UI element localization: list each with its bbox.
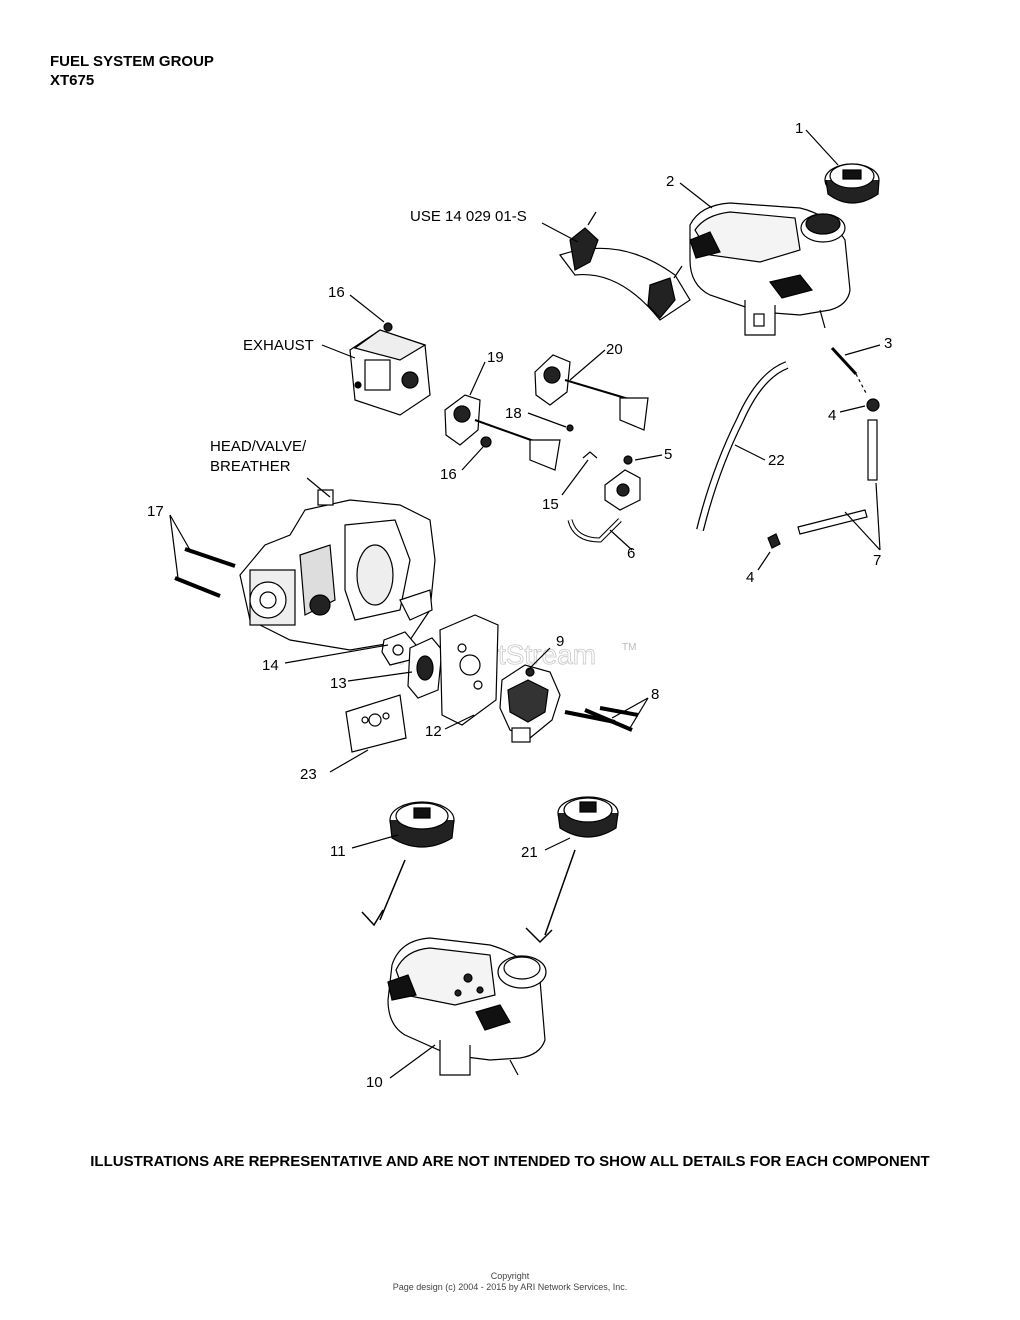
copyright-label: Copyright (490, 1271, 530, 1281)
callout-16b: 16 (440, 466, 457, 483)
leader-line (284, 644, 389, 664)
callout-10: 10 (366, 1074, 383, 1091)
part-control-bracket-19[interactable] (444, 394, 561, 471)
model-number: XT675 (50, 72, 95, 89)
exhaust-label: EXHAUST (243, 337, 314, 354)
part-gasket-23[interactable] (345, 694, 407, 753)
leader-line (609, 529, 633, 551)
leader-line (306, 477, 331, 498)
watermark-tm: TM (622, 642, 636, 653)
head-label-line2: BREATHER (210, 458, 291, 475)
callout-13: 13 (330, 675, 347, 692)
part-carburetor-9[interactable] (499, 664, 561, 743)
callout-16a: 16 (328, 284, 345, 301)
leader-line (169, 514, 179, 579)
leader-line (629, 697, 649, 729)
copyright-block: Copyright Page design (c) 2004 - 2015 by… (0, 1271, 1020, 1293)
callout-21: 21 (521, 844, 538, 861)
part-control-bracket-20[interactable] (534, 354, 649, 431)
diagram-title: FUEL SYSTEM GROUP XT675 (50, 52, 214, 90)
leader-line (349, 294, 385, 323)
part-fuel-tank-10[interactable] (387, 937, 547, 1076)
callout-6: 6 (627, 545, 635, 562)
leader-line (757, 551, 771, 571)
leader-line (611, 697, 649, 719)
copyright-text: Page design (c) 2004 - 2015 by ARI Netwo… (392, 1282, 628, 1292)
part-engine-head[interactable] (239, 489, 436, 651)
leader-line (569, 349, 606, 381)
callout-11: 11 (330, 843, 346, 860)
group-title: FUEL SYSTEM GROUP (50, 53, 214, 70)
leader-line (634, 454, 663, 461)
leader-line (351, 834, 399, 849)
disclaimer: ILLUSTRATIONS ARE REPRESENTATIVE AND ARE… (90, 1153, 930, 1170)
part-heat-shield-12[interactable] (439, 614, 499, 726)
callout-15: 15 (542, 496, 559, 513)
part-fuel-cap[interactable] (824, 163, 880, 204)
leader-line (541, 222, 579, 243)
callout-9: 9 (556, 633, 564, 650)
leader-line (734, 444, 766, 461)
part-fuel-line-fitting[interactable] (830, 346, 867, 394)
part-gasket-14[interactable] (381, 631, 417, 666)
part-screw-5[interactable] (623, 455, 633, 465)
leader-line (527, 647, 551, 671)
leader-line (329, 749, 369, 773)
callout-8: 8 (651, 686, 659, 703)
part-nut-16b[interactable] (480, 436, 492, 448)
leader-line (544, 837, 571, 851)
callout-3: 3 (884, 335, 892, 352)
part-fuel-line-22[interactable] (696, 361, 789, 531)
callout-1: 1 (795, 120, 803, 137)
part-fuel-valve-6[interactable] (567, 469, 641, 543)
callout-20: 20 (606, 341, 623, 358)
leader-line (805, 129, 839, 166)
part-fuel-cap-11[interactable] (361, 801, 455, 927)
leader-line (679, 182, 713, 209)
callout-2: 2 (666, 173, 674, 190)
part-fuel-tank[interactable] (689, 202, 851, 336)
leader-line (875, 482, 881, 551)
part-fuel-hose-vertical[interactable] (867, 419, 878, 481)
callout-7: 7 (873, 552, 881, 569)
callout-19: 19 (487, 349, 504, 366)
part-nut-16[interactable] (383, 322, 393, 332)
leader-line (844, 344, 881, 356)
callout-17: 17 (147, 503, 164, 520)
callout-12: 12 (425, 723, 442, 740)
part-studs-8[interactable] (564, 706, 639, 732)
leader-line (561, 459, 589, 496)
leader-line (169, 514, 191, 551)
part-insulator-13[interactable] (407, 637, 443, 699)
callout-18: 18 (505, 405, 522, 422)
use-note: USE 14 029 01-S (410, 208, 527, 225)
callout-14: 14 (262, 657, 279, 674)
callout-5: 5 (664, 446, 672, 463)
callout-4a: 4 (828, 407, 836, 424)
leader-line (469, 361, 486, 396)
callout-4b: 4 (746, 569, 754, 586)
leader-line (389, 1044, 436, 1079)
part-spring-15[interactable] (582, 451, 598, 459)
leader-line (844, 511, 881, 551)
leader-line (444, 714, 475, 730)
part-fuel-cap-21[interactable] (525, 796, 619, 944)
part-tank-bracket[interactable] (559, 211, 691, 321)
part-fuel-hose-lower[interactable] (797, 509, 868, 535)
callout-23: 23 (300, 766, 317, 783)
leader-line (321, 344, 356, 359)
leader-line (527, 412, 567, 428)
part-studs-17[interactable] (174, 547, 236, 598)
leader-line (461, 446, 484, 471)
part-muffler[interactable] (349, 329, 431, 416)
leader-line (839, 405, 866, 413)
part-screw-18[interactable] (566, 424, 574, 432)
part-hose-clamp-upper[interactable] (866, 398, 880, 412)
part-hose-clamp-lower[interactable] (767, 533, 781, 549)
head-label-line1: HEAD/VALVE/ (210, 438, 307, 455)
leader-line (347, 671, 413, 682)
callout-22: 22 (768, 452, 785, 469)
